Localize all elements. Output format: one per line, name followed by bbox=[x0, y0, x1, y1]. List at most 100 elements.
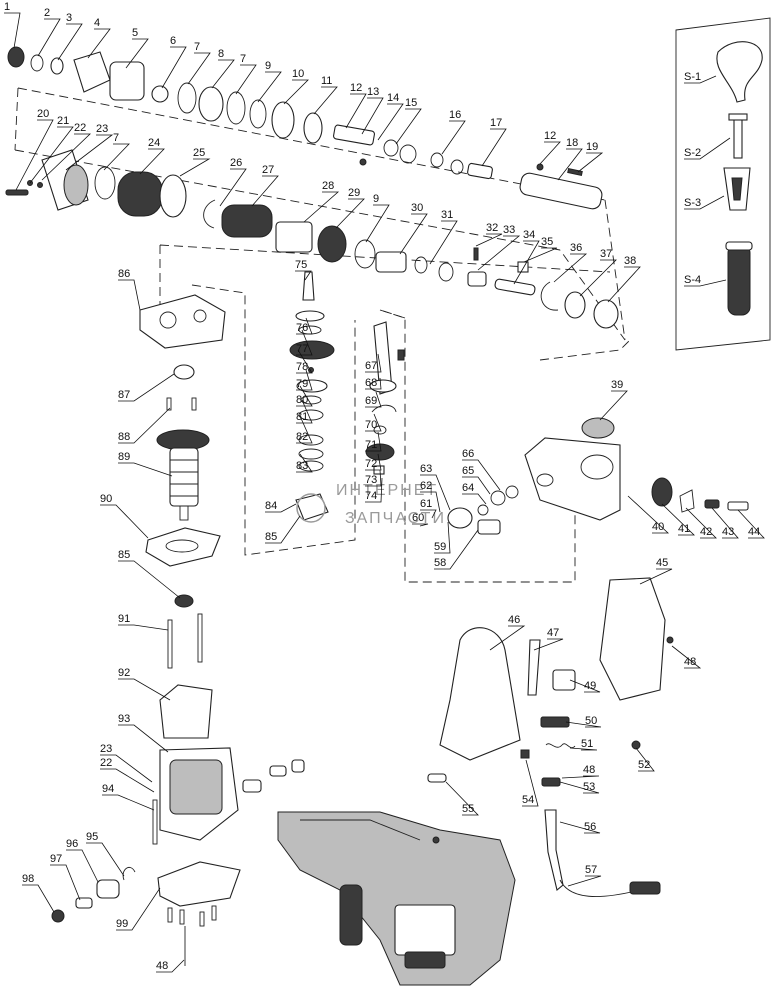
part-label-21: 19 bbox=[586, 141, 598, 153]
part-label-68: 91 bbox=[118, 613, 130, 625]
part-leader-11 bbox=[283, 79, 309, 105]
part-leader-103 bbox=[561, 775, 600, 779]
part-leader-55 bbox=[365, 353, 382, 373]
part-label-50: 81 bbox=[296, 411, 308, 423]
part-leader-2 bbox=[37, 18, 61, 57]
part-label-59: 71 bbox=[365, 439, 377, 451]
part-label-86: 61 bbox=[420, 498, 432, 510]
accessory-label-4: S-4 bbox=[684, 274, 701, 286]
part-label-102: 52 bbox=[638, 759, 650, 771]
part-label-61: 73 bbox=[365, 474, 377, 486]
part-leader-22 bbox=[15, 119, 54, 191]
part-leader-4 bbox=[87, 28, 111, 59]
part-leader-68 bbox=[118, 624, 169, 631]
part-leader-38 bbox=[513, 240, 540, 285]
part-leader-16 bbox=[395, 108, 422, 145]
part-leader-105 bbox=[522, 759, 539, 807]
part-label-11: 10 bbox=[292, 68, 304, 80]
part-label-73: 94 bbox=[102, 783, 114, 795]
part-label-97: 47 bbox=[547, 627, 559, 639]
part-label-77: 98 bbox=[22, 873, 34, 885]
part-label-1: 1 bbox=[4, 1, 10, 13]
part-leader-63 bbox=[118, 373, 175, 402]
part-label-65: 89 bbox=[118, 451, 130, 463]
part-leader-47 bbox=[296, 349, 313, 374]
part-label-95: 45 bbox=[656, 557, 668, 569]
part-leader-69 bbox=[118, 678, 171, 701]
part-leader-60 bbox=[365, 453, 382, 471]
watermark-line-1: ИНТЕРНЕТ bbox=[336, 482, 438, 499]
part-leader-84 bbox=[462, 476, 491, 495]
part-leader-102 bbox=[635, 747, 655, 772]
accessory-leader-1 bbox=[684, 75, 717, 84]
part-leader-83 bbox=[420, 491, 441, 513]
part-leader-26 bbox=[103, 143, 130, 171]
part-leader-57 bbox=[365, 391, 382, 408]
part-leader-25 bbox=[65, 134, 114, 171]
part-leader-19 bbox=[539, 141, 561, 165]
part-label-38: 34 bbox=[523, 229, 535, 241]
part-leader-79 bbox=[156, 959, 185, 973]
part-leader-96 bbox=[489, 625, 526, 651]
part-label-46: 77 bbox=[296, 343, 308, 355]
part-leader-94 bbox=[737, 509, 765, 539]
part-leader-52 bbox=[296, 453, 313, 473]
part-label-22: 20 bbox=[37, 108, 49, 120]
part-label-40: 36 bbox=[570, 242, 582, 254]
part-leader-21 bbox=[577, 152, 604, 173]
part-label-83: 62 bbox=[420, 480, 432, 492]
part-label-70: 93 bbox=[118, 713, 130, 725]
part-label-57: 69 bbox=[365, 395, 377, 407]
part-leader-108 bbox=[567, 875, 602, 887]
part-leader-106 bbox=[445, 781, 479, 816]
accessory-label-2: S-2 bbox=[684, 147, 701, 159]
part-leader-37 bbox=[477, 235, 521, 271]
part-leader-3 bbox=[57, 23, 83, 61]
part-label-92: 42 bbox=[700, 526, 712, 538]
part-label-103: 48 bbox=[583, 764, 595, 776]
part-label-30: 27 bbox=[262, 164, 274, 176]
part-leader-89 bbox=[434, 529, 479, 570]
part-label-43: 86 bbox=[118, 268, 130, 280]
part-label-87: 60 bbox=[412, 512, 424, 524]
part-leader-29 bbox=[219, 168, 247, 207]
accessory-label-1: S-1 bbox=[684, 71, 701, 83]
accessory-leader-2 bbox=[684, 137, 731, 160]
part-label-19: 12 bbox=[544, 130, 556, 142]
part-label-41: 37 bbox=[600, 248, 612, 260]
part-leader-104 bbox=[559, 781, 600, 794]
part-leader-100 bbox=[565, 721, 602, 728]
part-leader-54 bbox=[265, 515, 301, 544]
part-leader-18 bbox=[481, 128, 507, 167]
part-label-3: 3 bbox=[66, 12, 72, 24]
part-leader-80 bbox=[599, 390, 628, 421]
part-leader-1 bbox=[4, 12, 21, 49]
part-leader-87 bbox=[412, 523, 429, 527]
part-label-91: 41 bbox=[678, 523, 690, 535]
part-label-36: 32 bbox=[486, 222, 498, 234]
part-leader-81 bbox=[420, 474, 451, 511]
part-leader-17 bbox=[441, 120, 466, 155]
part-leader-48 bbox=[296, 369, 313, 391]
part-label-47: 78 bbox=[296, 361, 308, 373]
part-label-90: 40 bbox=[652, 521, 664, 533]
part-leader-36 bbox=[475, 233, 503, 247]
part-leader-92 bbox=[685, 507, 717, 539]
part-label-62: 74 bbox=[365, 490, 377, 502]
part-leader-45 bbox=[296, 317, 313, 335]
part-label-78: 99 bbox=[116, 918, 128, 930]
part-leader-59 bbox=[365, 431, 382, 452]
part-leader-12 bbox=[313, 86, 338, 115]
part-leader-74 bbox=[86, 842, 125, 877]
part-leader-44 bbox=[295, 270, 312, 281]
part-leader-107 bbox=[559, 821, 601, 834]
part-label-105: 54 bbox=[522, 794, 534, 806]
part-leader-34 bbox=[399, 213, 428, 255]
part-leader-24 bbox=[41, 133, 91, 181]
part-leader-39 bbox=[523, 247, 558, 263]
part-label-52: 83 bbox=[296, 460, 308, 472]
part-label-80: 39 bbox=[611, 379, 623, 391]
part-leader-71 bbox=[100, 754, 153, 783]
part-leader-8 bbox=[211, 59, 235, 89]
